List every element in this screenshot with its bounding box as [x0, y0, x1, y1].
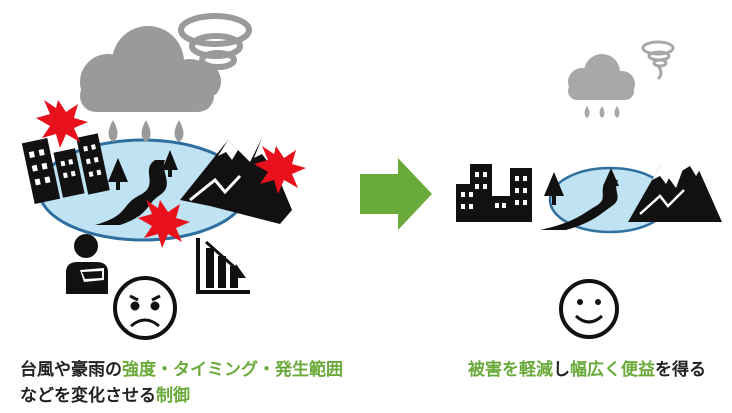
left-caption-line1-highlight: 強度・タイミング・発生範囲 [122, 360, 343, 380]
transition-arrow [360, 158, 432, 230]
right-caption-part3: 幅広く便益 [570, 360, 655, 380]
small-cloud-icon [568, 54, 635, 118]
right-caption-part2: し [553, 360, 570, 380]
right-caption-part4: を得る [655, 360, 706, 380]
explosion-icon [36, 100, 306, 248]
sad-face-icon [113, 276, 177, 340]
left-caption-line1-prefix: 台風や豪雨の [20, 360, 122, 380]
small-typhoon-icon [641, 40, 675, 80]
typhoon-icon [178, 13, 252, 95]
declining-chart-icon [196, 238, 250, 294]
buildings-icon [456, 164, 532, 222]
left-caption-line2: などを変化させる制御 [20, 384, 190, 408]
buildings-icon [21, 133, 110, 205]
left-caption-line1: 台風や豪雨の強度・タイミング・発生範囲 [20, 358, 343, 382]
left-scene [21, 13, 306, 340]
right-caption-part1: 被害を軽減 [468, 360, 553, 380]
smile-face-icon [559, 279, 619, 339]
storm-cloud-icon [80, 26, 216, 112]
trees-icon [108, 150, 178, 190]
right-caption: 被害を軽減し幅広く便益を得る [468, 358, 706, 382]
mountain-icon [628, 150, 722, 222]
left-caption-line2-prefix: などを変化させる [20, 386, 156, 406]
river-icon [95, 160, 167, 225]
injured-person-icon [66, 234, 108, 294]
tree-icon [544, 168, 619, 205]
right-scene [456, 40, 722, 339]
raindrops-icon [108, 120, 184, 142]
left-caption-line2-highlight: 制御 [156, 386, 190, 406]
